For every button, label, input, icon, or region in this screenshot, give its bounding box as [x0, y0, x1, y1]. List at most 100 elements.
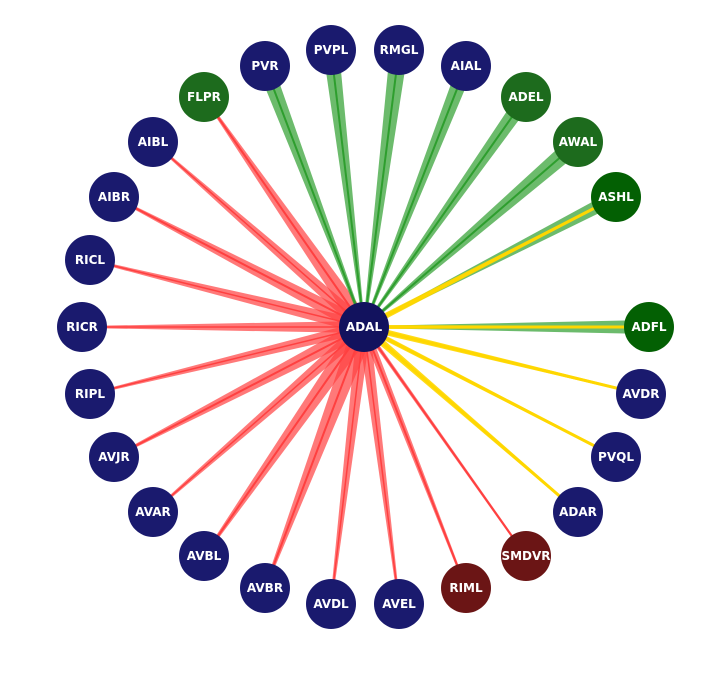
node-label: AVBR — [247, 581, 283, 595]
edge-line-avdl-red — [330, 326, 365, 605]
center-node-group: ADAL — [339, 302, 389, 352]
node-label: AVEL — [382, 597, 416, 611]
node-circle — [65, 235, 115, 285]
node-label: PVQL — [598, 450, 634, 464]
node-label: RICL — [75, 253, 106, 267]
node-awal: AWAL — [553, 117, 603, 167]
node-ripl: RIPL — [65, 369, 115, 419]
edge-ricl-red — [89, 259, 366, 334]
node-label: AWAL — [559, 135, 598, 149]
node-label: AVDR — [623, 387, 660, 401]
node-circle — [179, 72, 229, 122]
edge-line-flpr-red — [203, 96, 365, 328]
node-circle — [89, 172, 139, 222]
nodes-layer: RMGL AIAL ADEL AWAL ASHL ADFL AVDR PVQL ADAR SMDV… — [57, 25, 674, 629]
edge-avdl-red — [330, 326, 371, 605]
node-label: RICR — [66, 320, 98, 334]
node-aial: AIAL — [441, 41, 491, 91]
node-circle — [374, 25, 424, 75]
node-label: PVPL — [314, 43, 349, 57]
node-avdl: AVDL — [306, 579, 356, 629]
node-ricl: RICL — [65, 235, 115, 285]
node-circle — [591, 432, 641, 482]
edge-line-adel-green — [363, 96, 527, 328]
node-avel: AVEL — [374, 579, 424, 629]
node-flpr: FLPR — [179, 72, 229, 122]
edge-line-avbr-red — [264, 326, 365, 589]
node-label: SMDVR — [501, 549, 550, 563]
node-circle — [240, 41, 290, 91]
edge-line-aibl-red — [152, 141, 365, 328]
edge-line-avdr-yellow — [363, 325, 642, 396]
node-avjr: AVJR — [89, 432, 139, 482]
edge-line-avbl-red — [203, 326, 365, 557]
edge-line-pvpl-green — [330, 49, 365, 328]
edge-line-ashl-yellow — [363, 195, 617, 329]
edge-line-ripl-red — [89, 326, 365, 395]
node-ricr: RICR — [57, 302, 107, 352]
edge-line-aibr-red — [113, 196, 365, 328]
edge-pvpl-green — [323, 49, 365, 328]
edge-line-pvql-yellow — [363, 325, 617, 459]
edge-line-avjr-red — [113, 326, 365, 458]
node-label: AVDL — [313, 597, 349, 611]
edge-line-smdvr-red — [363, 326, 527, 557]
node-label: FLPR — [187, 90, 221, 104]
node-label: AVJR — [98, 450, 129, 464]
edge-line-aial-green — [363, 65, 467, 328]
node-circle — [128, 117, 178, 167]
edge-rmgl-green — [363, 48, 408, 328]
node-circle — [128, 487, 178, 537]
node-circle — [306, 25, 356, 75]
edges-layer — [82, 48, 649, 605]
node-label: ADFL — [631, 320, 666, 334]
node-pvql: PVQL — [591, 432, 641, 482]
node-ashl: ASHL — [591, 172, 641, 222]
node-aibr: AIBR — [89, 172, 139, 222]
node-label: ADAR — [559, 505, 597, 519]
edge-line-awal-green — [363, 141, 579, 328]
node-circle — [616, 369, 666, 419]
node-pvr: PVR — [240, 41, 290, 91]
node-aibl: AIBL — [128, 117, 178, 167]
node-riml: RIML — [441, 563, 491, 613]
node-label: AIAL — [451, 59, 482, 73]
edge-line-rmgl-green — [363, 49, 400, 328]
edge-line-ricl-red — [89, 259, 365, 328]
node-label: ADEL — [508, 90, 543, 104]
edge-line-adar-yellow — [363, 325, 579, 514]
edge-line-pvr-green — [264, 65, 365, 328]
node-label: AIBL — [138, 135, 169, 149]
node-rmgl: RMGL — [374, 25, 424, 75]
node-label: AIBR — [98, 190, 130, 204]
edge-line-riml-red — [363, 326, 467, 589]
node-label: RMGL — [380, 43, 419, 57]
node-avdr: AVDR — [616, 369, 666, 419]
node-smdvr: SMDVR — [501, 531, 551, 581]
node-adar: ADAR — [553, 487, 603, 537]
node-label: ASHL — [598, 190, 634, 204]
node-avbr: AVBR — [240, 563, 290, 613]
node-avbl: AVBL — [179, 531, 229, 581]
center-node-label: ADAL — [346, 320, 383, 334]
node-circle — [553, 117, 603, 167]
node-circle — [591, 172, 641, 222]
node-circle — [501, 531, 551, 581]
node-label: PVR — [251, 59, 278, 73]
node-circle — [179, 531, 229, 581]
node-label: AVBL — [187, 549, 222, 563]
node-circle — [57, 302, 107, 352]
node-label: RIPL — [75, 387, 106, 401]
node-circle — [374, 579, 424, 629]
center-node — [339, 302, 389, 352]
node-label: AVAR — [135, 505, 170, 519]
node-circle — [624, 302, 674, 352]
node-circle — [501, 72, 551, 122]
node-circle — [65, 369, 115, 419]
node-avar: AVAR — [128, 487, 178, 537]
node-circle — [553, 487, 603, 537]
node-pvpl: PVPL — [306, 25, 356, 75]
node-circle — [89, 432, 139, 482]
node-label: RIML — [449, 581, 483, 595]
edge-avbr-red — [264, 323, 375, 589]
